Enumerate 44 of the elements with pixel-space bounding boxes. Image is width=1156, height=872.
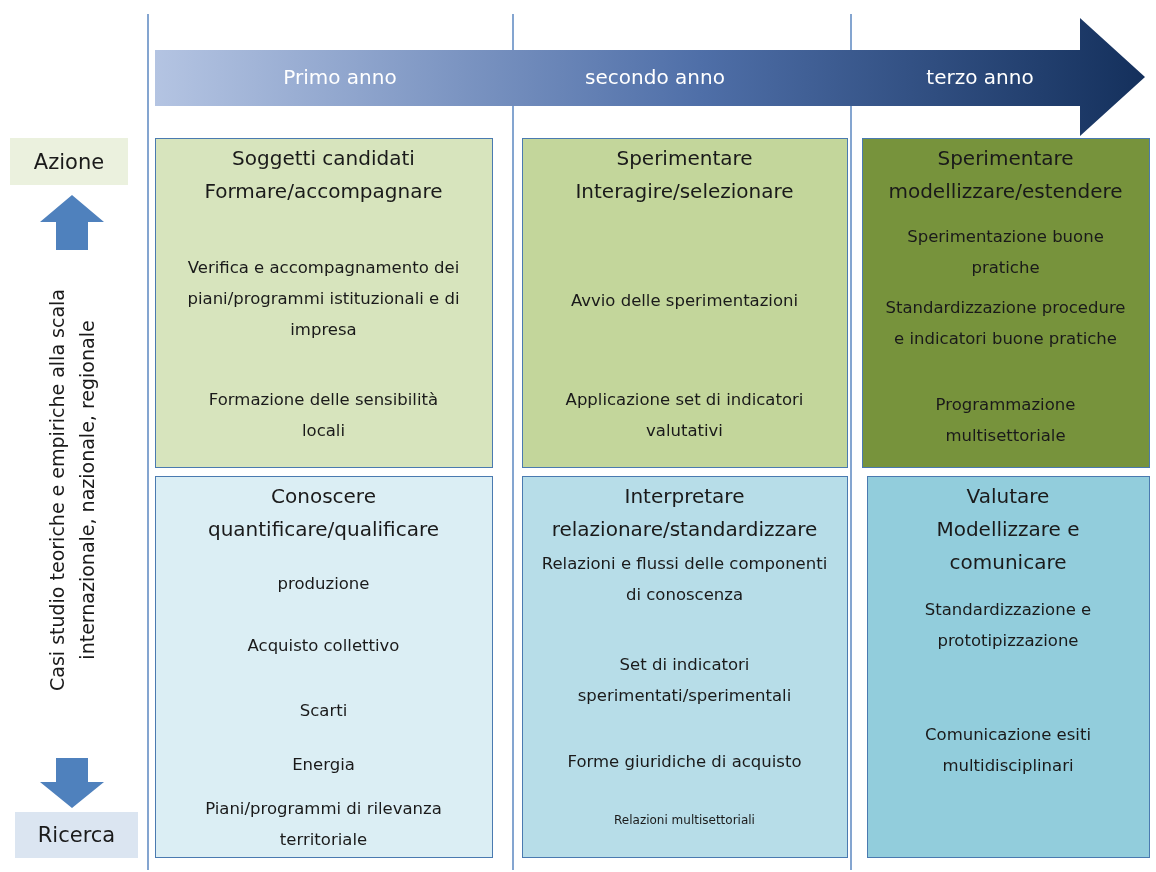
activity-text: Verifica e accompagnamento dei piani/programmi istituzionali e di impresa xyxy=(186,257,461,341)
stage-heading: Sperimentare xyxy=(615,145,754,172)
activity-text: Applicazione set di indicatori valutativi xyxy=(564,389,805,442)
activity-text: Energia xyxy=(291,754,356,776)
stage-heading: Interpretare xyxy=(623,483,746,510)
stage-box xyxy=(862,138,1150,468)
stage-heading: Sperimentare xyxy=(936,145,1075,172)
stage-heading: Valutare xyxy=(965,483,1051,510)
stage-box xyxy=(155,476,493,858)
activity-text: Avvio delle sperimentazioni xyxy=(569,290,800,312)
axis-label: Casi studio teoriche e empiriche alla scala internazionale, nazionale, regionale xyxy=(45,288,99,693)
stage-heading: modellizzare/estendere xyxy=(887,178,1124,205)
stage-heading: relazionare/standardizzare xyxy=(550,516,819,543)
activity-text: Relazioni e flussi delle componenti di conoscenza xyxy=(540,553,829,606)
stage-box xyxy=(867,476,1150,858)
activity-text: Set di indicatori sperimentati/sperimentali xyxy=(576,654,793,707)
activity-text: Standardizzazione procedure e indicatori buone pratiche xyxy=(884,297,1127,350)
stage-heading: quantificare/qualificare xyxy=(206,516,441,543)
activity-text: Programmazione multisettoriale xyxy=(934,394,1077,447)
stage-box xyxy=(522,476,848,858)
stage-box xyxy=(155,138,493,468)
year-label: Primo anno xyxy=(283,64,397,90)
year-label: terzo anno xyxy=(926,64,1034,90)
axis-end-box xyxy=(10,138,128,185)
stage-heading: Interagire/selezionare xyxy=(574,178,795,205)
activity-text: Acquisto collettivo xyxy=(246,635,401,657)
stage-box xyxy=(522,138,848,468)
activity-text: Comunicazione esiti multidisciplinari xyxy=(924,724,1092,777)
axis-end-box xyxy=(15,812,138,858)
axis-end-label: Ricerca xyxy=(37,823,116,847)
stage-heading: Formare/accompagnare xyxy=(203,178,444,205)
activity-text: Forme giuridiche di acquisto xyxy=(566,751,803,773)
stage-heading: Soggetti candidati xyxy=(231,145,416,172)
activity-text: produzione xyxy=(276,573,371,595)
stage-heading: Conoscere xyxy=(270,483,377,510)
year-label: secondo anno xyxy=(585,64,725,90)
activity-text: Sperimentazione buone pratiche xyxy=(906,226,1105,279)
axis-end-label: Azione xyxy=(33,149,105,174)
activity-text: Standardizzazione e prototipizzazione xyxy=(923,599,1093,652)
activity-text: Relazioni multisettoriali xyxy=(613,812,756,829)
activity-text: Formazione delle sensibilità locali xyxy=(207,389,440,442)
activity-text: Scarti xyxy=(298,700,349,722)
stage-heading: Modellizzare e comunicare xyxy=(935,516,1081,576)
activity-text: Piani/programmi di rilevanza territoriale xyxy=(204,798,443,851)
